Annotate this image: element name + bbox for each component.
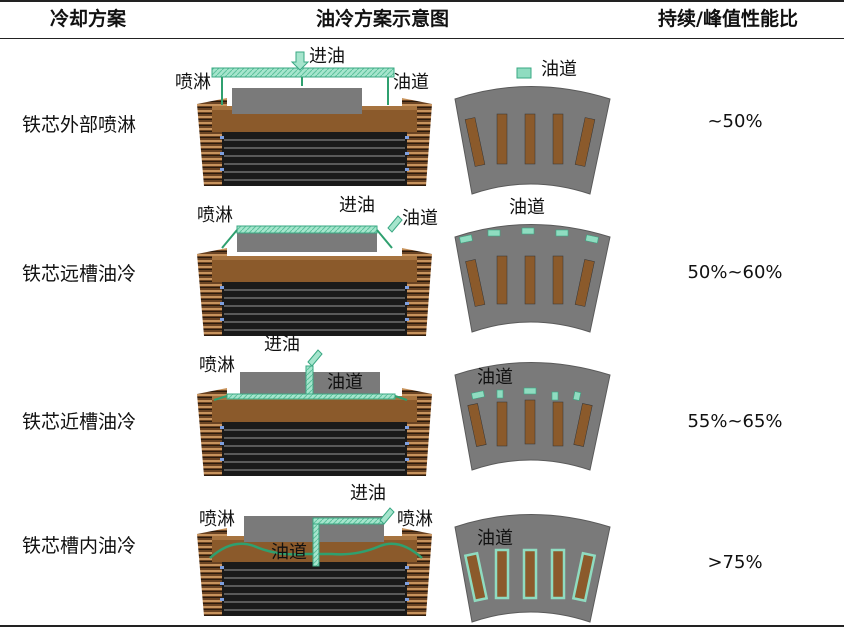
legend-oil-channel-label: 油道 (541, 59, 577, 80)
header-performance-ratio: 持续/峰值性能比 (658, 8, 798, 30)
diagram-near-slot-sector (454, 362, 611, 471)
ratio-external-spray: ~50% (707, 111, 763, 132)
diagram-near-slot-cross-section (196, 349, 433, 477)
diagram-in-slot-cross-section (196, 507, 433, 617)
table-top-rule (0, 0, 844, 2)
label-channel: 油道 (393, 72, 429, 93)
header-oil-cooling-diagram: 油冷方案示意图 (316, 8, 450, 30)
label-spray-right: 喷淋 (397, 509, 433, 530)
diagram-external-spray-sector (454, 86, 611, 195)
header-cooling-method: 冷却方案 (50, 8, 127, 30)
method-external-spray: 铁芯外部喷淋 (22, 114, 137, 136)
ratio-far-slot-oil: 50%~60% (687, 262, 783, 283)
label-inlet: 进油 (264, 334, 300, 355)
label-channel: 油道 (402, 208, 438, 229)
label-spray: 喷淋 (175, 72, 211, 93)
diagram-external-spray-cross-section (196, 51, 433, 187)
label-inlet: 进油 (309, 46, 345, 67)
method-in-slot-oil: 铁芯槽内油冷 (22, 535, 137, 557)
label-inlet: 进油 (339, 195, 375, 216)
label-channel-sector: 油道 (477, 528, 513, 549)
method-far-slot-oil: 铁芯远槽油冷 (22, 263, 137, 285)
label-channel: 油道 (271, 542, 307, 563)
label-channel-sector: 油道 (509, 197, 545, 218)
method-near-slot-oil: 铁芯近槽油冷 (22, 411, 137, 433)
diagram-in-slot-sector (454, 514, 611, 623)
ratio-in-slot-oil: >75% (707, 552, 763, 573)
table-bottom-rule (0, 625, 844, 627)
label-inlet: 进油 (350, 483, 386, 504)
label-spray: 喷淋 (199, 509, 235, 530)
ratio-near-slot-oil: 55%~65% (687, 411, 783, 432)
table-header-rule (0, 38, 844, 39)
label-channel: 油道 (327, 372, 363, 393)
label-spray: 喷淋 (199, 355, 235, 376)
diagram-far-slot-cross-section (196, 215, 433, 337)
legend-oil-channel-swatch (516, 67, 532, 79)
label-channel-sector: 油道 (477, 367, 513, 388)
diagram-far-slot-sector (454, 224, 611, 333)
label-spray: 喷淋 (197, 205, 233, 226)
